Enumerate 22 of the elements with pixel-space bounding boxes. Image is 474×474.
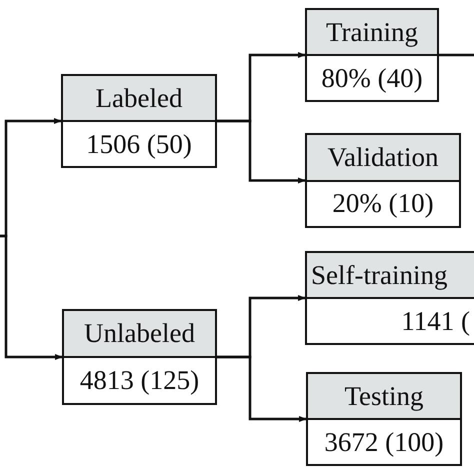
arrow [217, 356, 307, 422]
split-box [305, 133, 461, 228]
split-name: Testing [308, 374, 460, 420]
split-box [306, 372, 462, 466]
sample-count: 1141 ( [400, 304, 471, 338]
sample-count: 20% (10) [331, 187, 435, 220]
arrow [217, 120, 306, 184]
split-name: Unlabeled [64, 311, 215, 358]
split-box [62, 309, 217, 405]
arrow [0, 234, 63, 360]
sample-count: 3672 (100) [323, 426, 445, 459]
split-box [61, 74, 217, 168]
split-name: Training [307, 10, 437, 56]
split-box [305, 8, 439, 102]
sample-count: 80% (40) [320, 62, 424, 95]
split-name: Labeled [63, 76, 215, 122]
split-name: Self-training [307, 253, 474, 299]
sample-count: 4813 (125) [78, 364, 200, 397]
sample-count: 1506 (50) [85, 128, 193, 161]
connector-line [439, 54, 474, 56]
split-box [305, 251, 474, 345]
split-name: Validation [307, 135, 459, 182]
